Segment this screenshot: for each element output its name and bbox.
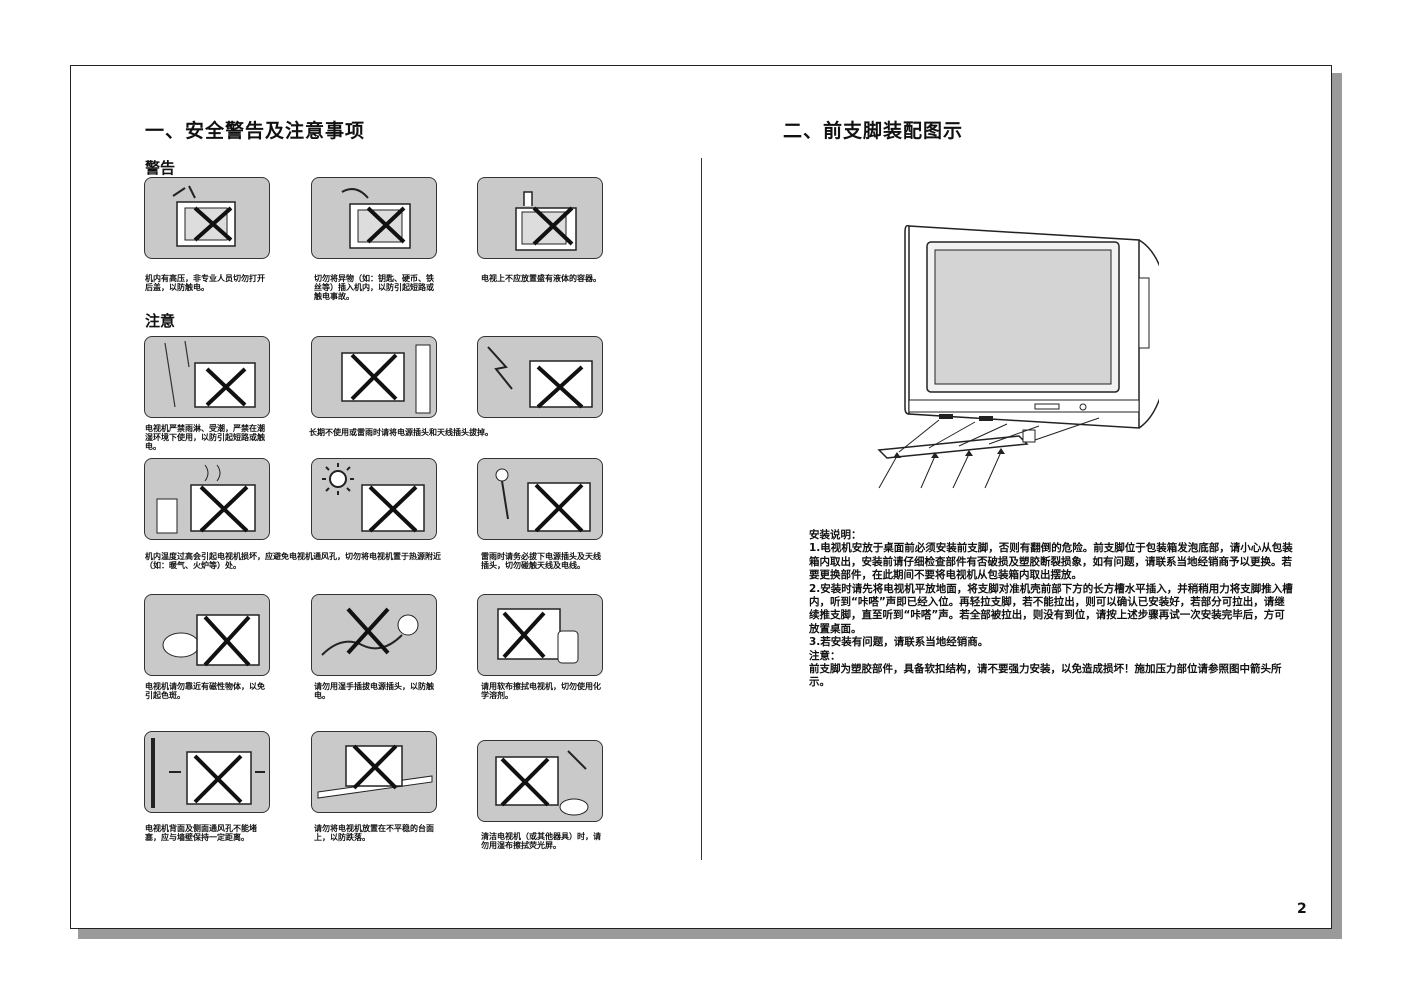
- caution-caption-1: 电视机严禁雨淋、受潮，严禁在潮湿环境下使用，以防引起短路或触电。: [145, 424, 265, 451]
- caution-illustration-sunlight: [311, 458, 437, 540]
- caution-caption-11: 请勿将电视机放置在不平稳的台面上，以防跌落。: [314, 824, 434, 842]
- warning-caption-1: 机内有高压，非专业人员切勿打开后盖，以防触电。: [145, 274, 265, 292]
- caution-illustration-wet-hands: [311, 594, 437, 676]
- section-title-stand: 二、前支脚装配图示: [783, 120, 964, 142]
- caution-illustration-screen-wipe: [477, 740, 603, 822]
- warning-illustration-foreign-objects: [311, 177, 437, 259]
- section-title-safety: 一、安全警告及注意事项: [145, 120, 366, 142]
- caution-illustration-heat-source: [144, 458, 270, 540]
- caution-heading: 注意: [145, 312, 176, 330]
- caution-caption-12: 清洁电视机（或其他器具）时，请勿用湿布擦拭荧光屏。: [481, 832, 601, 850]
- warning-caption-2: 切勿将异物（如：钥匙、硬币、铁丝等）插入机内，以防引起短路或触电事故。: [314, 274, 434, 301]
- install-instructions: 安装说明： 1.电视机安放于桌面前必须安装前支脚，否则有翻倒的危险。前支脚位于包…: [809, 529, 1295, 690]
- caution-illustration-cleaning: [477, 594, 603, 676]
- caution-caption-8: 请勿用湿手插拔电源插头，以防触电。: [314, 682, 434, 700]
- caution-caption-4: 机内温度过高会引起电视机损坏，应避免电视机通风孔，切勿将电视机置于热源附近（如：…: [145, 552, 441, 570]
- caution-caption-10: 电视机背面及侧面通风孔不能堵塞，应与墙壁保持一定距离。: [145, 824, 257, 842]
- caution-caption-6: 雷雨时请务必拔下电源插头及天线插头，切勿碰触天线及电线。: [481, 552, 601, 570]
- note-text: 前支脚为塑胶部件，具备软扣结构，请不要强力安装，以免造成损坏！施加压力部位请参照…: [809, 663, 1282, 689]
- caution-illustration-unstable-surface: [311, 731, 437, 813]
- page-divider: [701, 158, 702, 860]
- install-heading: 安装说明：: [809, 529, 862, 541]
- warning-illustration-liquid-container: [477, 177, 603, 259]
- note-heading: 注意：: [809, 649, 841, 662]
- caution-illustration-ventilation: [144, 731, 270, 813]
- caution-illustration-magnet: [144, 594, 270, 676]
- warning-illustration-high-voltage: [144, 177, 270, 259]
- caution-caption-9: 请用软布擦拭电视机，切勿使用化学溶剂。: [481, 682, 601, 700]
- caution-illustration-lightning: [477, 336, 603, 418]
- install-item-1: 1.电视机安放于桌面前必须安装前支脚，否则有翻倒的危险。前支脚位于包装箱发泡底部…: [809, 542, 1293, 582]
- install-item-2: 2.安装时请先将电视机平放地面，将支脚对准机壳前部下方的长方槽水平插入，并稍稍用…: [809, 582, 1293, 635]
- install-item-3: 3.若安装有问题，请联系当地经销商。: [809, 636, 989, 649]
- caution-caption-2: 长期不使用或雷雨时请将电源插头和天线插头拔掉。: [309, 428, 493, 437]
- caution-illustration-antenna: [477, 458, 603, 540]
- warning-heading: 警告: [145, 159, 176, 177]
- caution-illustration-unplug: [311, 336, 437, 418]
- caution-caption-7: 电视机请勿靠近有磁性物体，以免引起色斑。: [145, 682, 265, 700]
- page-number: 2: [1297, 901, 1307, 917]
- manual-page: 一、安全警告及注意事项 警告 机内有高压，非专业人员切勿打开后盖，以防触电。: [70, 65, 1332, 929]
- caution-illustration-rain: [144, 336, 270, 418]
- warning-caption-3: 电视上不应放置盛有液体的容器。: [481, 274, 601, 283]
- tv-stand-diagram: [839, 218, 1170, 512]
